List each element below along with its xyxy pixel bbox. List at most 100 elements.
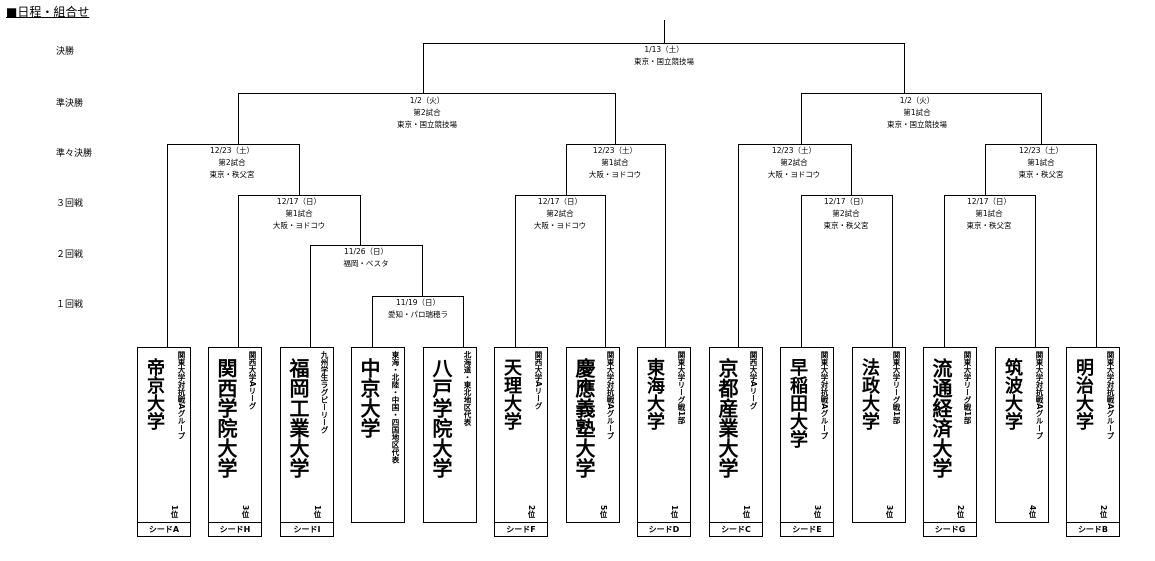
team-rank: 3位: [813, 505, 822, 518]
match-venue: 愛知・パロ瑞穂ラ: [388, 310, 448, 319]
team-box: 八戸学院大学 北海道・東北地区代表: [423, 347, 477, 523]
match-venue: 東京・秩父宮: [823, 221, 869, 230]
team-league: 東海・北陸・中国・四国地区代表: [391, 351, 400, 464]
match-date: 1/2（火）: [409, 96, 445, 105]
match-venue: 大阪・ヨドコウ: [588, 170, 642, 179]
team-box: 京都産業大学 関西大学Aリーグ 1位: [709, 347, 763, 523]
match-game: 第1試合: [1027, 158, 1055, 167]
match-date: 11/19（日）: [395, 298, 441, 307]
team-box: 東海大学 関東大学リーグ戦1部 1位: [637, 347, 691, 523]
match-date: 12/17（日）: [276, 197, 322, 206]
seed-label: シードH: [208, 523, 262, 537]
team-box: 福岡工業大学 九州学生ラグビーリーグ 1位: [280, 347, 334, 523]
match-game: 第1試合: [975, 209, 1003, 218]
match-date: 11/26（日）: [343, 247, 389, 256]
page-title: ■日程・組合せ: [6, 5, 90, 19]
team-name: 流通経済大学: [929, 358, 953, 478]
round-label-r1: １回戦: [56, 300, 84, 310]
team-box: 天理大学 関西大学Aリーグ 2位: [494, 347, 548, 523]
team-name: 東海大学: [644, 358, 665, 430]
team-box: 帝京大学 関東大学対抗戦Aグループ 1位: [137, 347, 191, 523]
seed-label: シードI: [280, 523, 334, 537]
team-league: 関東大学対抗戦Aグループ: [177, 351, 186, 440]
team-box: 中京大学 東海・北陸・中国・四国地区代表: [351, 347, 405, 523]
team-box: 早稲田大学 関東大学対抗戦Aグループ 3位: [780, 347, 834, 523]
team-name: 早稲田大学: [787, 358, 808, 448]
match-info-qf4: 12/23（土） 第1試合 東京・秩父宮: [1019, 145, 1064, 181]
match-venue: 東京・秩父宮: [209, 170, 255, 179]
team-league: 北海道・東北地区代表: [463, 351, 472, 426]
team-rank: 5位: [599, 505, 608, 518]
match-info-r3b: 12/17（日） 第2試合 大阪・ヨドコウ: [534, 196, 586, 232]
match-game: 第2試合: [218, 158, 246, 167]
match-venue: 東京・秩父宮: [966, 221, 1012, 230]
round-label-r3: ３回戦: [56, 199, 84, 209]
match-info-r2a: 11/26（日） 福岡・ベスタ: [343, 246, 388, 270]
team-box: 関西学院大学 関西大学Aリーグ 3位: [208, 347, 262, 523]
match-venue: 大阪・ヨドコウ: [533, 221, 587, 230]
match-game: 第1試合: [903, 108, 931, 117]
team-league: 関西大学Aリーグ: [248, 351, 257, 410]
team-box: 筑波大学 関東大学対抗戦Aグループ 4位: [995, 347, 1049, 523]
match-venue: 福岡・ベスタ: [343, 259, 389, 268]
seed-label: シードC: [709, 523, 763, 537]
team-rank: 4位: [1028, 505, 1037, 518]
team-name: 福岡工業大学: [286, 358, 310, 478]
team-league: 関東大学リーグ戦1部: [963, 351, 972, 424]
team-rank: 3位: [241, 505, 250, 518]
seed-label: シードE: [780, 523, 834, 537]
match-venue: 東京・国立競技場: [887, 120, 947, 129]
team-box: 慶應義塾大学 関東大学対抗戦Aグループ 5位: [566, 347, 620, 523]
team-league: 関東大学リーグ戦1部: [892, 351, 901, 424]
match-date: 1/2（火）: [899, 96, 935, 105]
match-date: 1/13（土）: [644, 45, 684, 54]
match-date: 12/17（日）: [823, 197, 869, 206]
seed-label: シードB: [1066, 523, 1120, 537]
team-league: 関東大学対抗戦Aグループ: [820, 351, 829, 440]
match-game: 第2試合: [780, 158, 808, 167]
team-league: 関東大学対抗戦Aグループ: [606, 351, 615, 440]
match-game: 第1試合: [601, 158, 629, 167]
team-name: 天理大学: [501, 358, 522, 430]
team-league: 関東大学対抗戦Aグループ: [1106, 351, 1115, 440]
seed-label: シードD: [637, 523, 691, 537]
team-rank: 2位: [527, 505, 536, 518]
team-box: 明治大学 関東大学対抗戦Aグループ 2位: [1066, 347, 1120, 523]
match-info-qf1: 12/23（土） 第2試合 東京・秩父宮: [210, 145, 255, 181]
team-league: 関西大学Aリーグ: [534, 351, 543, 410]
round-label-r2: ２回戦: [56, 250, 84, 260]
match-date: 12/17（日）: [966, 197, 1012, 206]
team-name: 筑波大学: [1002, 358, 1023, 430]
team-name: 帝京大学: [144, 358, 165, 430]
seed-label: シードF: [494, 523, 548, 537]
match-date: 12/23（土）: [1018, 146, 1064, 155]
match-game: 第1試合: [285, 209, 313, 218]
team-name: 法政大学: [859, 358, 880, 430]
team-box: 流通経済大学 関東大学リーグ戦1部 2位: [923, 347, 977, 523]
match-date: 12/23（土）: [209, 146, 255, 155]
team-rank: 1位: [670, 505, 679, 518]
match-info-qf2: 12/23（土） 第1試合 大阪・ヨドコウ: [589, 145, 641, 181]
match-info-qf3: 12/23（土） 第2試合 大阪・ヨドコウ: [768, 145, 820, 181]
round-label-semifinal: 準決勝: [56, 99, 84, 109]
match-date: 12/23（土）: [771, 146, 817, 155]
match-venue: 東京・国立競技場: [397, 120, 457, 129]
team-league: 九州学生ラグビーリーグ: [320, 351, 329, 434]
match-date: 12/23（土）: [592, 146, 638, 155]
match-info-final: 1/13（土） 東京・国立競技場: [634, 44, 694, 68]
team-rank: 2位: [956, 505, 965, 518]
match-info-sf-right: 1/2（火） 第1試合 東京・国立競技場: [887, 95, 947, 131]
team-name: 関西学院大学: [214, 358, 238, 478]
team-rank: 1位: [742, 505, 751, 518]
match-date: 12/17（日）: [537, 197, 583, 206]
team-name: 明治大学: [1073, 358, 1094, 430]
match-game: 第2試合: [413, 108, 441, 117]
round-label-final: 決勝: [56, 47, 75, 57]
match-venue: 東京・秩父宮: [1018, 170, 1064, 179]
team-name: 慶應義塾大学: [572, 358, 596, 478]
match-game: 第2試合: [546, 209, 574, 218]
match-info-r3d: 12/17（日） 第1試合 東京・秩父宮: [967, 196, 1012, 232]
match-info-sf-left: 1/2（火） 第2試合 東京・国立競技場: [397, 95, 457, 131]
team-league: 関東大学対抗戦Aグループ: [1035, 351, 1044, 440]
team-name: 中京大学: [357, 358, 381, 438]
